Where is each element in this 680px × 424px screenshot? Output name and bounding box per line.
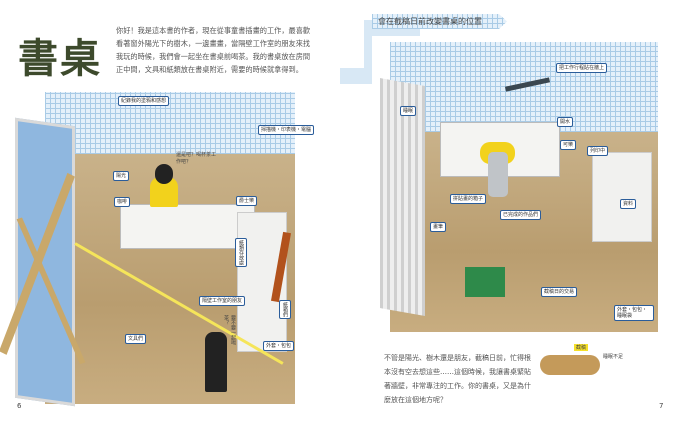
cutting-mat: [465, 267, 505, 297]
label-stationery: 文具們: [125, 334, 147, 344]
heading-ribbon: [372, 14, 507, 29]
body-text: 不管是陽光、樹木還是朋友，截稿日前，忙得根本沒有空去想這些……這個時候，我讓書桌…: [384, 354, 531, 404]
friend-speech: 要不要一起喝茶？: [223, 315, 236, 345]
label-collage-box: 拼貼畫的箱子: [450, 194, 487, 204]
friend: [205, 332, 227, 392]
label-brushes: 畫筆: [430, 222, 447, 232]
back-wall: [45, 92, 295, 154]
label-cola: 可樂: [560, 140, 577, 150]
label-sleep-deprived: 睡眠不足: [603, 354, 624, 360]
label-finished-works: 已完成的作品們: [500, 210, 542, 220]
label-sleep: 睡眠: [400, 106, 417, 116]
right-heading: 會在截稿日前改變書桌的位置: [378, 17, 482, 26]
label-data: 資料: [620, 199, 637, 209]
page-title: 書桌: [18, 36, 102, 82]
label-schedule: 把工作行程貼在牆上: [556, 63, 608, 73]
label-boxes: 紙箱們: [279, 300, 291, 319]
sleeping-person: [540, 355, 600, 375]
window: [0, 117, 86, 407]
label-coat: 外套・包包: [263, 341, 295, 351]
label-coffee: 咖啡: [114, 197, 131, 207]
label-scanner: 掃描機・印表機・電腦: [258, 125, 315, 135]
label-printing: 列印中: [587, 146, 609, 156]
label-jazz: 爵士樂: [236, 196, 258, 206]
label-deadline: 截稿: [574, 344, 589, 351]
label-doodles: 紀錄我的塗鴉和感想: [118, 96, 170, 106]
intro-text: 你好！我是這本書的作者，現在從事童書插畫的工作，最喜歡看著窗外陽光下的樹木，一邊…: [116, 26, 311, 74]
left-room-illustration: [0, 92, 305, 412]
label-deadline-trade: 截稿日的交易: [541, 287, 578, 297]
label-water: 開水: [557, 117, 574, 127]
label-friend: 隔壁工作室的朋友: [199, 296, 246, 306]
right-room-illustration: [380, 42, 660, 337]
label-sunlight: 陽光: [113, 171, 130, 181]
speech-bubble: 還是吧？喝杯茶工作吧？: [176, 152, 217, 165]
desk: [120, 204, 255, 249]
page-number-left: 6: [17, 402, 22, 410]
label-paper: 紙類存放處: [235, 238, 247, 267]
label-coat-bag: 外套・包包・睡眠袋: [614, 305, 654, 321]
page-number-right: 7: [659, 402, 664, 410]
person-hair: [155, 164, 173, 184]
cabinet: [592, 152, 652, 242]
chair: [488, 152, 508, 197]
